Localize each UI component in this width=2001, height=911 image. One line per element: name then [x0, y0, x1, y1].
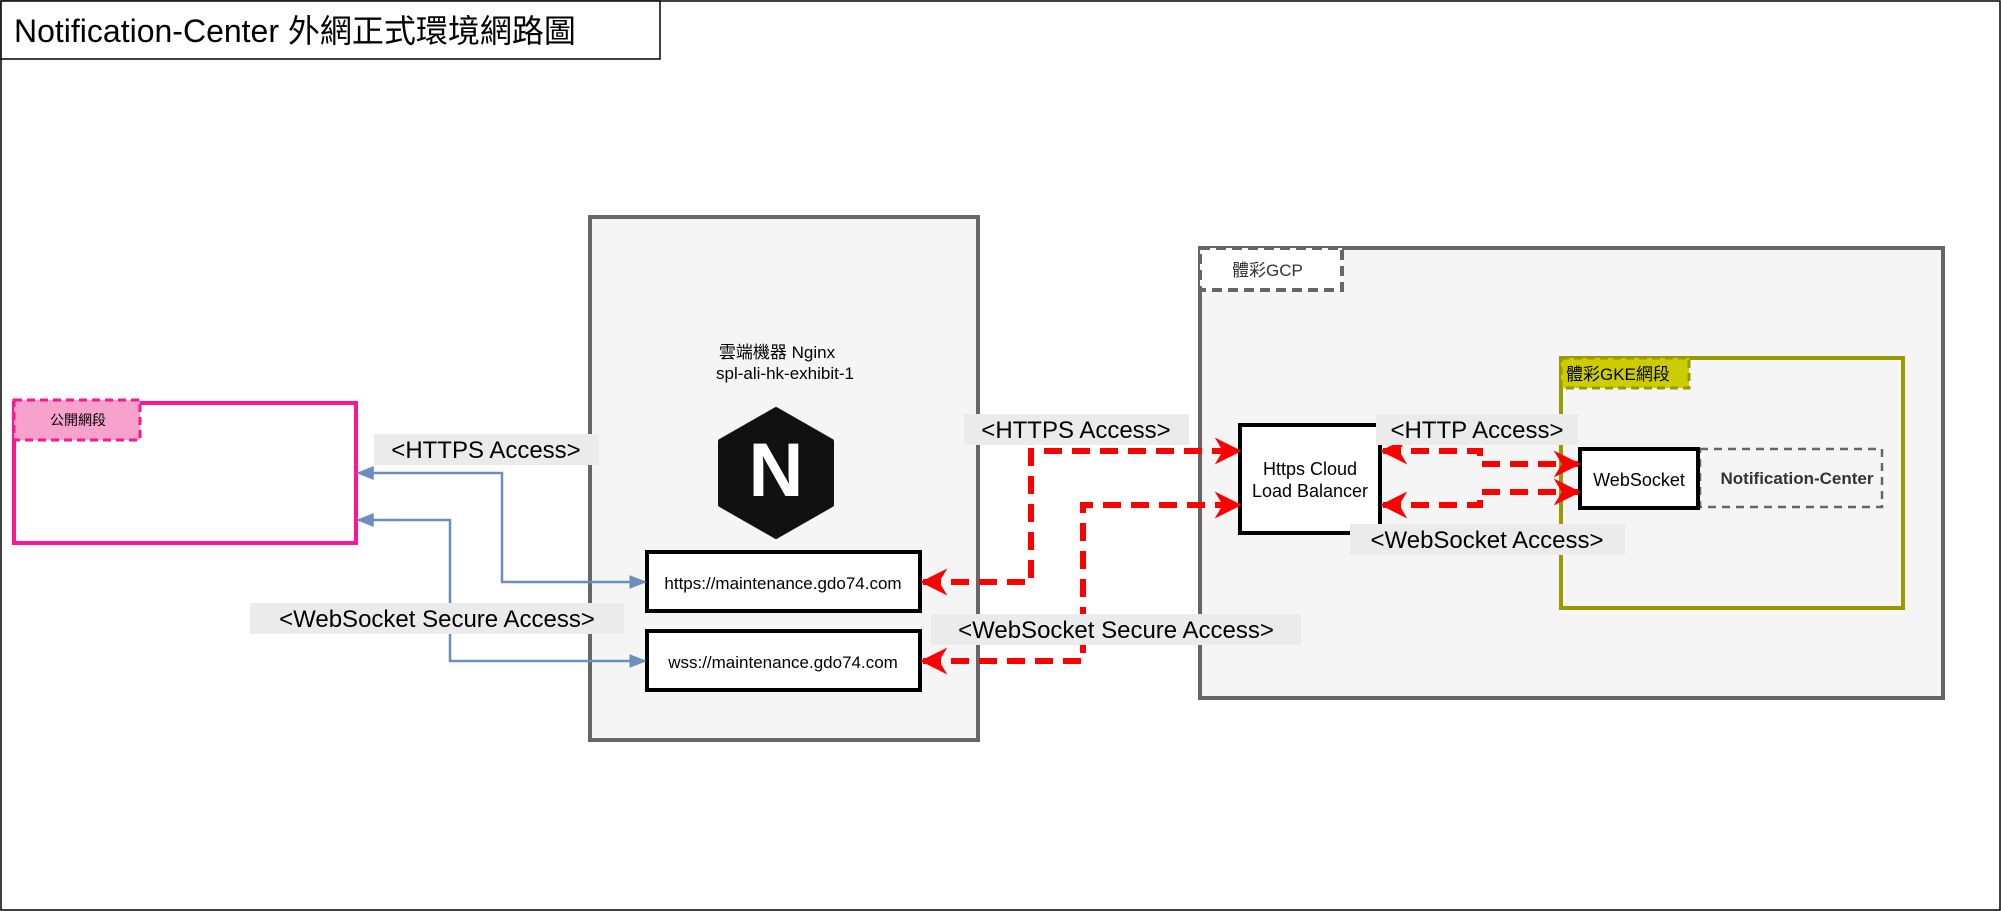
- wss-endpoint-label: wss://maintenance.gdo74.com: [667, 653, 898, 672]
- gke-segment-label: 體彩GKE網段: [1566, 365, 1670, 384]
- nginx-name: 雲端機器 Nginx: [719, 343, 836, 362]
- edge-label-lb-wss: <WebSocket Secure Access>: [958, 617, 1274, 644]
- edge-label-ws-websocket: <WebSocket Access>: [1370, 527, 1603, 554]
- wss-endpoint-box: [645, 629, 922, 692]
- public-segment-tag: [12, 398, 142, 442]
- public-segment-label: 公開網段: [50, 412, 106, 428]
- load-balancer-box: [1238, 423, 1382, 535]
- gcp-tag: [1198, 246, 1344, 292]
- page-title: Notification-Center 外網正式環境網路圖: [14, 13, 576, 49]
- load-balancer-line1: Https Cloud: [1263, 459, 1357, 479]
- notification-center-label: Notification-Center: [1721, 469, 1874, 488]
- link-wss-lb-nginx: [920, 491, 1242, 675]
- gcp-label: 體彩GCP: [1232, 261, 1303, 280]
- https-endpoint-label: https://maintenance.gdo74.com: [664, 574, 901, 593]
- nginx-logo-letter: N: [749, 428, 804, 513]
- link-public-wss: [356, 513, 647, 668]
- websocket-label: WebSocket: [1593, 470, 1685, 490]
- load-balancer-line2: Load Balancer: [1252, 481, 1368, 501]
- edge-label-bg: [964, 414, 1189, 445]
- edge-label-bg: [1376, 414, 1578, 445]
- edge-label-ws-http: <HTTP Access>: [1391, 417, 1564, 444]
- edge-label-bg: [250, 603, 624, 634]
- edge-label-bg: [374, 434, 599, 465]
- edge-label-public-wss: <WebSocket Secure Access>: [279, 606, 595, 633]
- nginx-logo-icon: N: [718, 407, 834, 539]
- edge-label-lb-https: <HTTPS Access>: [981, 417, 1170, 444]
- edge-label-bg: [931, 614, 1301, 645]
- edge-label-bg: [1350, 524, 1625, 555]
- nginx-host: spl-ali-hk-exhibit-1: [716, 364, 854, 383]
- gke-segment-tag: [1559, 356, 1691, 390]
- edge-label-public-https: <HTTPS Access>: [391, 437, 580, 464]
- title-box: [0, 0, 661, 60]
- https-endpoint-box: [645, 550, 922, 613]
